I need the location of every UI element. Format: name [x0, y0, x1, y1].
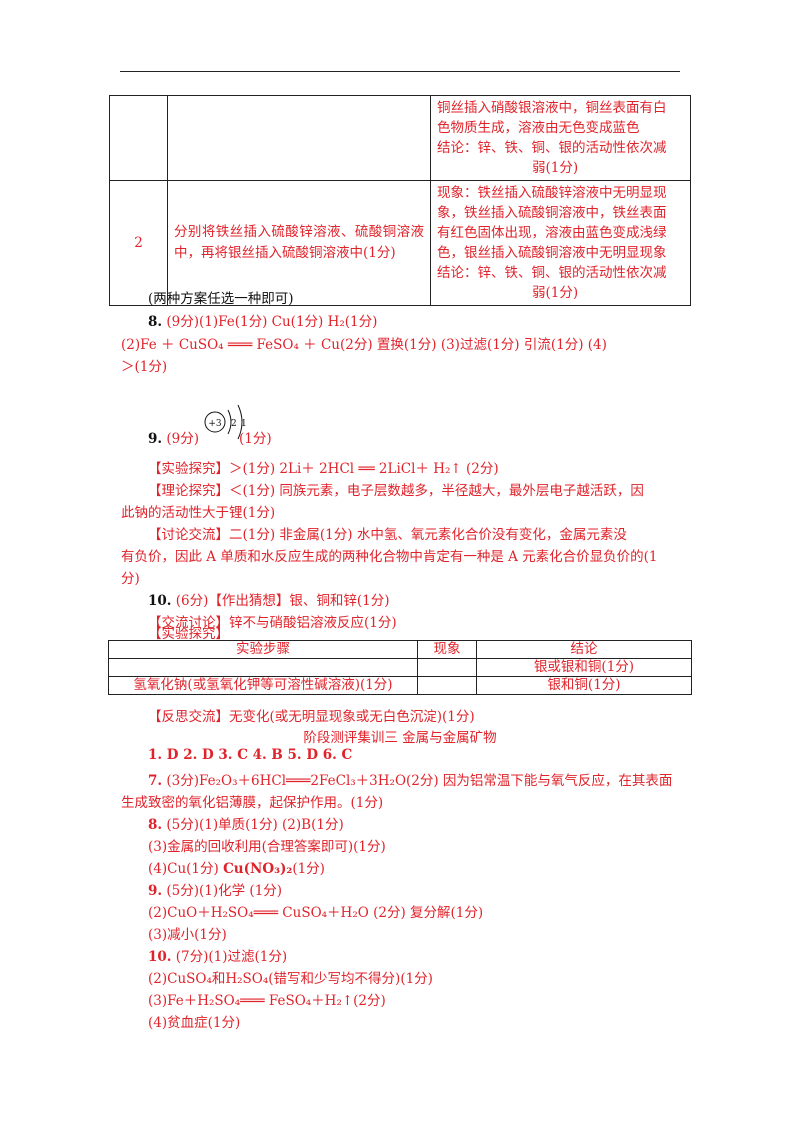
column-header: 现象: [417, 640, 477, 659]
row-result: 现象：铁丝插入硫酸锌溶液中无明显现 象，铁丝插入硫酸铜溶液中，铁丝表面 有红色固…: [430, 180, 691, 306]
q9-line: 【理论探究】＜(1分) 同族元素，电子层数越多，半径越大，最外层电子越活跃，因: [148, 483, 644, 499]
q9-line: 分): [121, 571, 140, 587]
lithium-atom-diagram: +3 2 1: [204, 404, 247, 440]
reflect-line: 【反思交流】无变化(或无明显现象或无白色沉淀)(1分): [148, 709, 475, 725]
method-table: 铜丝插入硝酸银溶液中，铜丝表面有白 色物质生成，溶液由无色变成蓝色 结论：锌、铁…: [109, 95, 691, 306]
answer-formula: Cu(NO₃)₂: [223, 861, 293, 877]
table-cell: [108, 658, 418, 677]
q9-line: 【讨论交流】二(1分) 非金属(1分) 水中氢、氧元素化合价没有变化，金属元素没: [148, 527, 627, 543]
answer-text: (7分)(1)过滤(1分): [171, 949, 288, 965]
row-result: 铜丝插入硝酸银溶液中，铜丝表面有白 色物质生成，溶液由无色变成蓝色 结论：锌、铁…: [430, 95, 691, 181]
note-line: (两种方案任选一种即可): [148, 291, 294, 307]
s3-q9-line: 9. (5分)(1)化学 (1分): [148, 879, 282, 899]
result-line: 结论：锌、铁、铜、银的活动性依次减: [437, 140, 667, 156]
row-method: [167, 95, 431, 181]
s3-q8-line: 8. (5分)(1)单质(1分) (2)B(1分): [148, 813, 344, 833]
answer-text: (1分): [239, 431, 272, 447]
q8-line: ＞(1分): [121, 359, 168, 375]
answer-text: (9分)(1)Fe(1分) Cu(1分) H₂(1分): [162, 314, 378, 330]
q10-line: 【实验探究】: [148, 626, 229, 642]
table-row: 银或银和铜(1分): [108, 658, 692, 677]
experiment-table: 实验步骤 现象 结论 银或银和铜(1分) 氢氧化钠(或氢氧化钾等可溶性碱溶液)(…: [108, 640, 692, 695]
row-index: 2: [109, 180, 168, 306]
s3-q8-line: (4)Cu(1分) Cu(NO₃)₂(1分): [148, 857, 325, 877]
answer-text: (6分)【作出猜想】银、铜和锌(1分): [171, 593, 390, 609]
answer-text: (4)Cu(1分): [148, 861, 224, 877]
table-header-row: 实验步骤 现象 结论: [108, 640, 692, 659]
question-number: 8.: [148, 817, 163, 833]
table-cell: [417, 676, 477, 695]
q10-line: 10. (6分)【作出猜想】银、铜和锌(1分): [148, 589, 390, 609]
table-cell: 氢氧化钠(或氢氧化钾等可溶性碱溶液)(1分): [108, 676, 418, 695]
s3-q10-line: (3)Fe＋H₂SO₄═══ FeSO₄＋H₂↑(2分): [148, 993, 386, 1009]
shell-1-electrons: 2: [231, 419, 237, 429]
table-row: 氢氧化钠(或氢氧化钾等可溶性碱溶液)(1分) 银和铜(1分): [108, 676, 692, 695]
table-row: 铜丝插入硝酸银溶液中，铜丝表面有白 色物质生成，溶液由无色变成蓝色 结论：锌、铁…: [109, 95, 691, 181]
table-cell: [417, 658, 477, 677]
q9-line: 有负价，因此 A 单质和水反应生成的两种化合物中肯定有一种是 A 元素化合价显负…: [121, 549, 658, 565]
column-header: 结论: [476, 640, 692, 659]
table-cell: 银或银和铜(1分): [476, 658, 692, 677]
s3-q10-line: 10. (7分)(1)过滤(1分): [148, 945, 287, 965]
mc-answers: 1. D 2. D 3. C 4. B 5. D 6. C: [148, 747, 353, 763]
table-row: 2 分别将铁丝插入硫酸锌溶液、硫酸铜溶液中，再将银丝插入硫酸铜溶液中(1分) 现…: [109, 180, 691, 306]
nucleus-charge: +3: [208, 419, 222, 429]
result-line: 弱(1分): [532, 160, 579, 176]
q9-line: 【实验探究】＞(1分) 2Li＋ 2HCl ══ 2LiCl＋ H₂↑ (2分): [148, 461, 499, 477]
result-line: 色，银丝插入硫酸铜溶液中无明显现象: [437, 245, 667, 261]
question-number: 10.: [148, 949, 172, 965]
result-line: 弱(1分): [532, 285, 579, 301]
result-line: 结论：锌、铁、铜、银的活动性依次减: [437, 265, 667, 281]
s3-q7-line: 7. (3分)Fe₂O₃＋6HCl═══2FeCl₃＋3H₂O(2分) 因为铝常…: [148, 769, 672, 789]
question-number: 7.: [148, 773, 163, 789]
answer-text: (5分)(1)化学 (1分): [162, 883, 283, 899]
result-line: 铜丝插入硝酸银溶液中，铜丝表面有白: [437, 100, 667, 116]
s3-q9-line: (2)CuO＋H₂SO₄═══ CuSO₄＋H₂O (2分) 复分解(1分): [148, 905, 484, 921]
q10-line: 【交流讨论】锌不与硝酸铝溶液反应(1分): [148, 615, 397, 631]
s3-q9-line: (3)减小(1分): [148, 927, 227, 943]
column-header: 实验步骤: [108, 640, 418, 659]
answer-text: (3分)Fe₂O₃＋6HCl═══2FeCl₃＋3H₂O(2分) 因为铝常温下能…: [162, 773, 673, 789]
answer-text: (1分): [292, 861, 325, 877]
question-number: 8.: [148, 314, 163, 330]
q9-line: 此钠的活动性大于锂(1分): [121, 505, 276, 521]
answer-text: (5分)(1)单质(1分) (2)B(1分): [162, 817, 344, 833]
s3-q10-line: (2)CuSO₄和H₂SO₄(错写和少写均不得分)(1分): [148, 971, 433, 987]
answer-text: (9分): [162, 431, 200, 447]
question-number: 10.: [148, 593, 172, 609]
question-number: 9.: [148, 431, 163, 447]
q8-line: 8. (9分)(1)Fe(1分) Cu(1分) H₂(1分): [148, 310, 377, 330]
shell-2-electrons: 1: [241, 419, 247, 429]
result-line: 象，铁丝插入硫酸铜溶液中，铁丝表面: [437, 205, 667, 221]
result-line: 有红色固体出现，溶液由蓝色变成浅绿: [437, 225, 667, 241]
section-title: 阶段测评集训三 金属与金属矿物: [303, 730, 497, 746]
table-cell: 银和铜(1分): [476, 676, 692, 695]
q8-line: (2)Fe ＋ CuSO₄ ═══ FeSO₄ ＋ Cu(2分) 置换(1分) …: [121, 337, 607, 353]
s3-q8-line: (3)金属的回收利用(合理答案即可)(1分): [148, 839, 386, 855]
header-rule: [120, 71, 680, 72]
row-index: [109, 95, 168, 181]
s3-q10-line: (4)贫血症(1分): [148, 1015, 241, 1031]
question-number: 9.: [148, 883, 163, 899]
result-line: 现象：铁丝插入硫酸锌溶液中无明显现: [437, 185, 667, 201]
s3-q7-line: 生成致密的氧化铝薄膜，起保护作用。(1分): [121, 795, 384, 811]
q9-line: 9. (9分) (1分): [148, 427, 272, 447]
result-line: 色物质生成，溶液由无色变成蓝色: [437, 120, 640, 136]
